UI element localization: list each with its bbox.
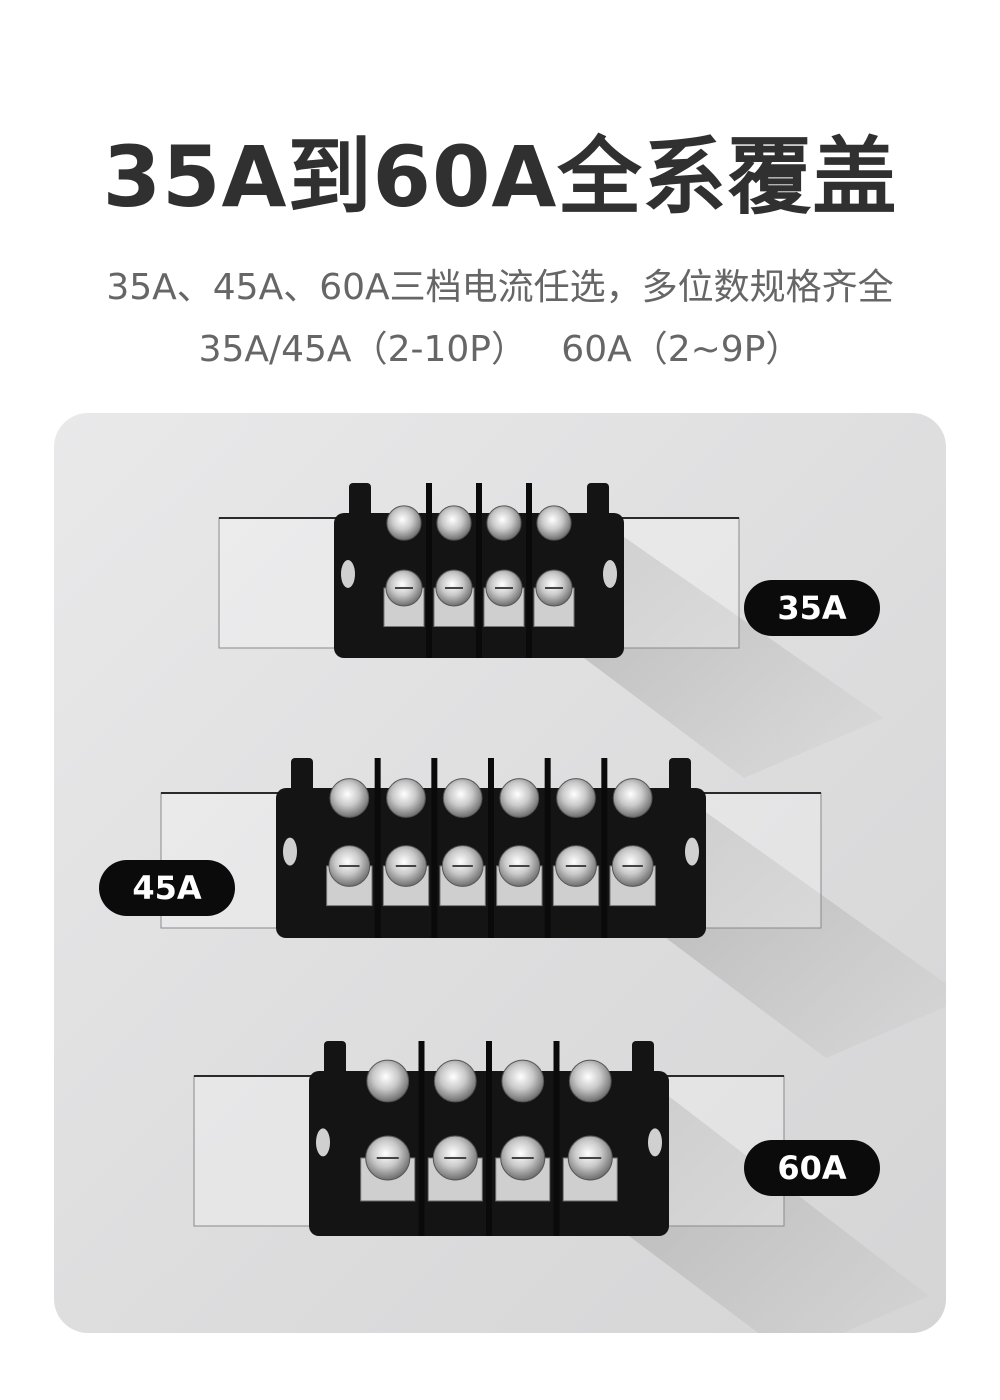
top-screw — [386, 505, 422, 541]
divider — [486, 1041, 492, 1236]
top-screw — [433, 1059, 477, 1103]
mount-hole-left — [316, 1128, 330, 1157]
end-post-left — [324, 1041, 346, 1236]
mount-hole-right — [648, 1128, 662, 1157]
top-screw — [329, 778, 370, 818]
end-post-left — [291, 758, 313, 938]
top-screw — [436, 505, 472, 541]
end-post-right — [632, 1041, 654, 1236]
divider — [553, 1041, 560, 1236]
block-shadow — [584, 523, 884, 778]
divider — [601, 758, 608, 938]
top-screw — [442, 778, 483, 818]
top-screw — [536, 505, 572, 541]
label-60a: 60A — [744, 1140, 880, 1196]
product-showcase-panel: 35A 45A 60A — [54, 413, 946, 1333]
terminal-block-45a — [160, 758, 946, 1058]
top-screw — [568, 1059, 612, 1103]
page-title: 35A到60A全系覆盖 — [102, 128, 898, 226]
top-screw — [486, 505, 522, 541]
top-screw — [499, 778, 540, 818]
terminal-block-60a — [193, 1041, 929, 1333]
end-post-right — [587, 483, 609, 658]
divider — [431, 758, 438, 938]
mount-hole-right — [685, 837, 699, 866]
divider — [488, 758, 494, 938]
top-screw — [366, 1059, 410, 1103]
divider — [544, 758, 551, 938]
mount-hole-left — [341, 560, 355, 588]
label-35a: 35A — [744, 580, 880, 636]
divider — [418, 1041, 425, 1236]
terminal-blocks-illustration — [160, 483, 946, 1333]
divider — [476, 483, 482, 658]
divider — [374, 758, 381, 938]
label-45a: 45A — [99, 860, 235, 916]
subtitle-current-options: 35A、45A、60A三档电流任选，多位数规格齐全 — [106, 267, 894, 308]
divider — [426, 483, 432, 658]
end-post-left — [349, 483, 371, 658]
top-screw — [556, 778, 596, 818]
mount-hole-right — [603, 560, 617, 588]
divider — [526, 483, 532, 658]
top-screw — [612, 778, 653, 818]
mount-hole-left — [283, 837, 297, 866]
top-screw — [386, 778, 426, 818]
end-post-right — [669, 758, 691, 938]
block-shadow — [629, 1081, 929, 1333]
top-screw — [501, 1059, 545, 1103]
subtitle-position-specs: 35A/45A（2-10P） 60A（2~9P） — [198, 329, 802, 370]
terminal-block-35a — [218, 483, 884, 778]
